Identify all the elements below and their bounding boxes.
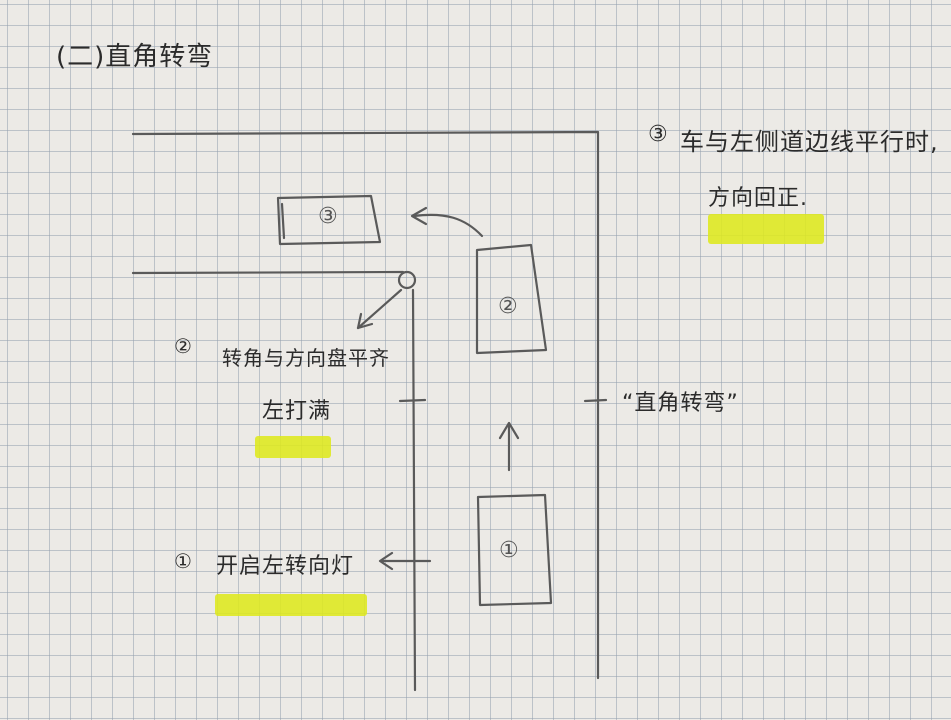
turn-arrow [412, 213, 484, 238]
outer-road-line [131, 130, 600, 680]
inner-road-line [131, 270, 405, 275]
step3-line2: 方向回正. [708, 186, 808, 211]
car-2-body [475, 243, 548, 355]
car-1-body [476, 493, 553, 607]
corner-arrow-head [356, 312, 374, 330]
forward-arrow-head [498, 421, 520, 440]
tick-mark-left [398, 398, 427, 403]
step2-line1: 转角与方向盘平齐 [222, 346, 390, 370]
step3-number: ③ [648, 122, 669, 147]
step1-number: ① [174, 549, 193, 573]
car-3-detail [280, 202, 286, 240]
step2-line2: 左打满 [262, 399, 332, 424]
highlight-step3 [708, 214, 824, 244]
car-2-label: ② [498, 294, 519, 319]
step3-line1: 车与左侧道边线平行时, [680, 128, 939, 156]
car-3-label: ③ [318, 204, 339, 229]
turn-arrow-head [410, 206, 428, 226]
signal-arrow-head [378, 551, 394, 571]
diagram-label: “直角转弯” [622, 391, 739, 416]
highlight-step2 [255, 436, 331, 458]
highlight-step1 [215, 594, 367, 616]
inner-road-line-vertical [411, 288, 417, 692]
corner-arrow [356, 288, 403, 330]
step1-text: 开启左转向灯 [216, 554, 355, 579]
car-1-label: ① [499, 538, 520, 563]
page-title: (二)直角转弯 [56, 42, 214, 72]
tick-mark-right [583, 398, 608, 403]
step2-number: ② [174, 334, 193, 358]
car-3-body [276, 194, 382, 246]
corner-point [397, 270, 417, 290]
